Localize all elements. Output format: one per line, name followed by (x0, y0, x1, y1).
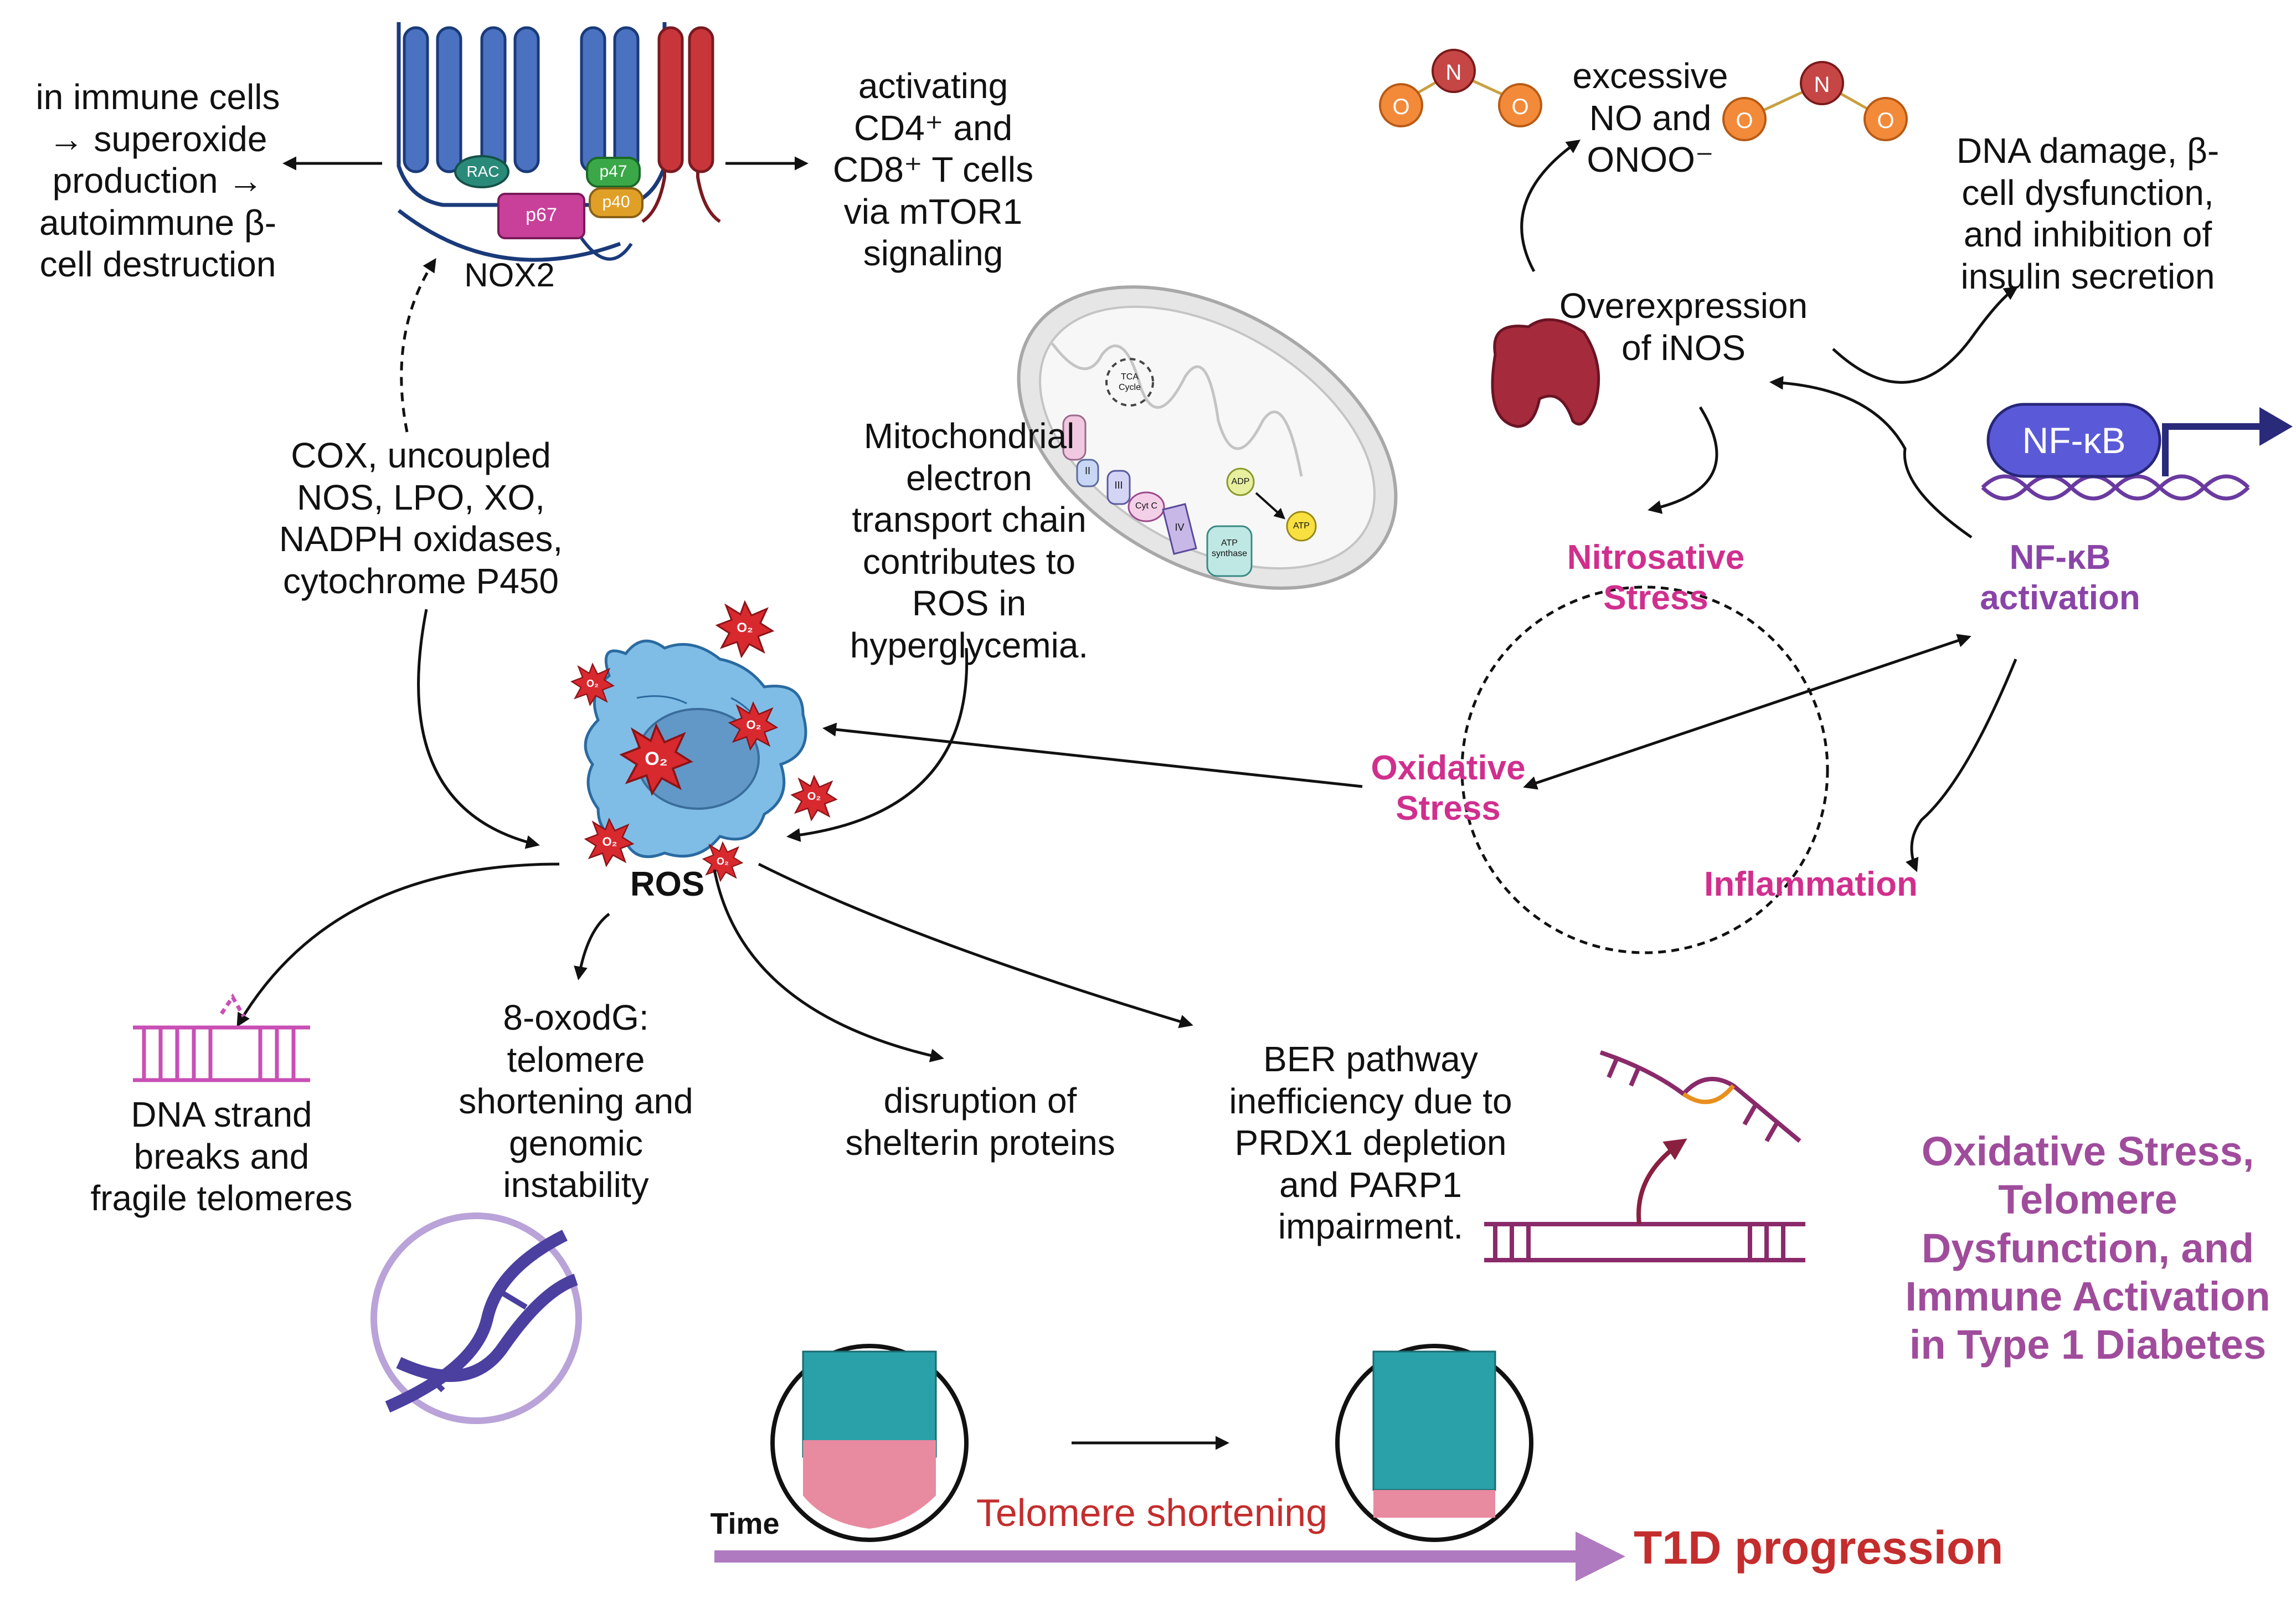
adp-label: ADP (1231, 477, 1250, 486)
o2-label-5: O₂ (807, 790, 821, 803)
shelterin-text: disruption of shelterin proteins (845, 1081, 1115, 1163)
nfkb-box-label: NF-κB (2022, 420, 2126, 461)
o2-label-3: O₂ (645, 748, 668, 769)
inos-pancreas (1491, 318, 1600, 428)
dna-breaks-text: DNA strand breaks and fragile telomeres (90, 1095, 353, 1219)
p40-label: p40 (602, 193, 630, 211)
complex-ii-label: II (1084, 465, 1090, 476)
p67-subunit (497, 193, 585, 239)
no-molecule-o-1: O (1392, 95, 1410, 119)
dna-damage-text: DNA damage, β- cell dysfunction, and inh… (1956, 131, 2220, 296)
oxidative-stress-label: Oxidative Stress (1371, 749, 1526, 828)
cyt-c-icon (1128, 491, 1165, 522)
atp-synthase-icon (1206, 525, 1253, 577)
nox2-right-effect: activating CD4⁺ and CD8⁺ T cells via mTO… (832, 66, 1034, 274)
nox2-helices-blue (403, 26, 640, 173)
complex-ii-icon (1076, 459, 1099, 487)
no-text: excessive NO and ONOO⁻ (1572, 56, 1728, 180)
t1d-progression-label: T1D progression (1634, 1522, 2004, 1574)
arrows (236, 140, 2019, 1450)
complex-i-icon (1062, 414, 1087, 461)
nox2-left-effect: in immune cells → superoxide production … (35, 77, 280, 285)
o2-label-7: O₂ (717, 856, 729, 867)
no-molecule-o-3: O (1736, 109, 1753, 133)
p40-subunit (589, 187, 644, 218)
no-molecule-o-2: O (1511, 95, 1529, 119)
atp-label: ATP (1293, 521, 1310, 531)
nfkb-activation-label: NF-κB activation (1980, 538, 2140, 618)
atp-icon (1286, 511, 1317, 542)
complex-iv-icon (1162, 503, 1197, 555)
adp-icon (1226, 467, 1255, 496)
nox2-complex (397, 22, 721, 262)
o2-label-2: O₂ (586, 678, 599, 689)
tca-cycle-icon (1105, 358, 1154, 407)
tca-label: TCA Cycle (1118, 372, 1141, 392)
telomere-long (770, 1344, 969, 1542)
ros-label: ROS (630, 865, 705, 903)
atp-synthase-label: ATP synthase (1211, 538, 1248, 558)
timeline-arrow (714, 1532, 1625, 1581)
figure-title: Oxidative Stress, Telomere Dysfunction, … (1905, 1128, 2271, 1368)
p47-subunit (586, 157, 641, 188)
nox2-label: NOX2 (464, 256, 555, 294)
mitochondrion (1017, 285, 1398, 590)
mito-etc-text: Mitochondrial electron transport chain c… (850, 416, 1089, 665)
no-molecule-n-1: N (1445, 60, 1462, 85)
o2-label-6: O₂ (602, 835, 617, 849)
complex-iii-icon (1106, 470, 1131, 505)
rac-label: RAC (466, 163, 500, 180)
o2-label-4: O₂ (746, 718, 761, 732)
no-molecules (1379, 49, 1908, 141)
o2-label-1: O₂ (737, 620, 753, 635)
cyt-c-label: Cyt C (1135, 501, 1157, 511)
p47-label: p47 (599, 162, 627, 181)
nfkb-gene (1981, 403, 2293, 501)
ber-text: BER pathway inefficiency due to PRDX1 de… (1229, 1039, 1512, 1247)
rac-subunit (454, 155, 509, 188)
inflammation-label: Inflammation (1704, 865, 1918, 903)
nox2-helices-red (641, 26, 721, 223)
oxodg-text: 8-oxodG: telomere shortening and genomic… (459, 998, 693, 1205)
ros-sources: COX, uncoupled NOS, LPO, XO, NADPH oxida… (279, 435, 563, 601)
ros-cell (584, 639, 807, 859)
inos-overexpression: Overexpression of iNOS (1559, 286, 1808, 368)
complex-iii-label: III (1114, 480, 1123, 491)
p67-label: p67 (526, 204, 557, 225)
no-molecule-o-4: O (1877, 109, 1895, 133)
ber-repair-icon (1484, 1050, 1805, 1262)
nitrosative-stress-label: Nitrosative Stress (1567, 538, 1745, 618)
dna-break-icon (133, 993, 310, 1082)
timeline-time-label: Time (710, 1507, 780, 1540)
telomere-shortening-label: Telomere shortening (976, 1491, 1328, 1534)
no-molecule-n-2: N (1814, 73, 1830, 97)
complex-iv-label: IV (1175, 522, 1185, 533)
dna-helix-icon (370, 1212, 582, 1424)
telomere-short (1335, 1344, 1533, 1542)
